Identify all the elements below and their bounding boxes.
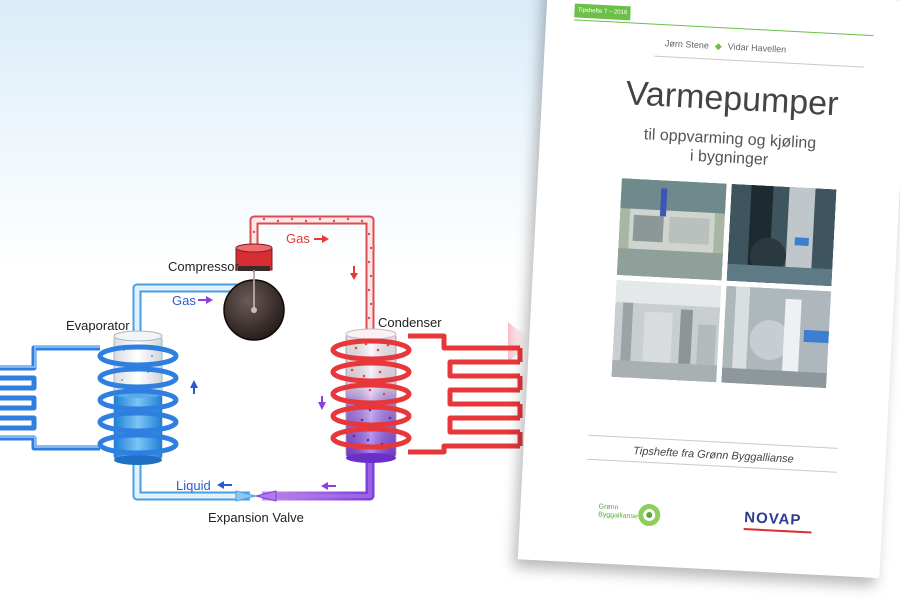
booklet-title: Varmepumper	[624, 74, 840, 124]
gas-left-arrow-icon	[198, 296, 213, 304]
expansion-valve-label: Expansion Valve	[208, 510, 304, 525]
author-separator-icon: ◆	[714, 40, 723, 52]
liquid-pipe	[132, 458, 375, 501]
author-2: Vidar Havellen	[727, 41, 787, 55]
series-band: Tipshefte 7 – 2016	[574, 3, 631, 21]
photo-heat-pump-unit	[616, 178, 727, 281]
booklet-subtitle: til oppvarming og kjøling i bygninger	[579, 122, 881, 176]
liquid-label: Liquid	[176, 478, 211, 493]
evaporator-label: Evaporator	[66, 318, 130, 333]
left-logo-text: Grønn Byggallianse	[597, 503, 639, 521]
condenser-down-arrow-icon	[318, 402, 326, 410]
evaporator-outdoor-coil	[0, 345, 100, 451]
purple-left-arrow-icon	[321, 482, 336, 490]
evaporator-outdoor-coil-highlight	[0, 346, 100, 448]
compressor-label: Compressor	[168, 259, 239, 274]
liquid-arrow-icon	[217, 481, 232, 489]
gas-left-label: Gas	[172, 293, 196, 308]
photo-machine-room	[611, 279, 722, 383]
photo-grid	[611, 178, 837, 389]
evaporator-up-arrow-icon	[190, 380, 198, 388]
photo-insulated-pipes	[726, 183, 837, 287]
photo-valves	[721, 285, 832, 389]
pointer-wedge	[508, 322, 532, 362]
suction-gas-pipe	[132, 283, 238, 332]
authors: Jørn Stene ◆ Vidar Havellen	[665, 38, 865, 59]
gronn-byggallianse-logo: Grønn Byggallianse	[597, 497, 669, 535]
compressor	[223, 243, 285, 341]
hot-gas-pipe	[249, 215, 375, 332]
author-1: Jørn Stene	[664, 38, 710, 51]
evaporator	[97, 330, 198, 465]
booklet-cover: Tipshefte 7 – 2016 Jørn Stene ◆ Vidar Have…	[517, 0, 900, 579]
condenser-label: Condenser	[378, 315, 442, 330]
flow-arrows	[198, 235, 358, 490]
gas-top-label: Gas	[286, 231, 310, 246]
top-rule	[574, 19, 874, 37]
gas-top-arrow-icon	[314, 235, 329, 243]
expansion-valve	[235, 490, 277, 502]
novap-logo-text: NOVAP	[743, 509, 802, 529]
condenser-indoor-coil	[408, 333, 523, 455]
condenser	[318, 328, 412, 463]
novap-logo: NOVAP	[743, 509, 824, 543]
leaf-logo-icon	[638, 504, 661, 527]
gas-down-arrow-icon	[350, 266, 358, 280]
